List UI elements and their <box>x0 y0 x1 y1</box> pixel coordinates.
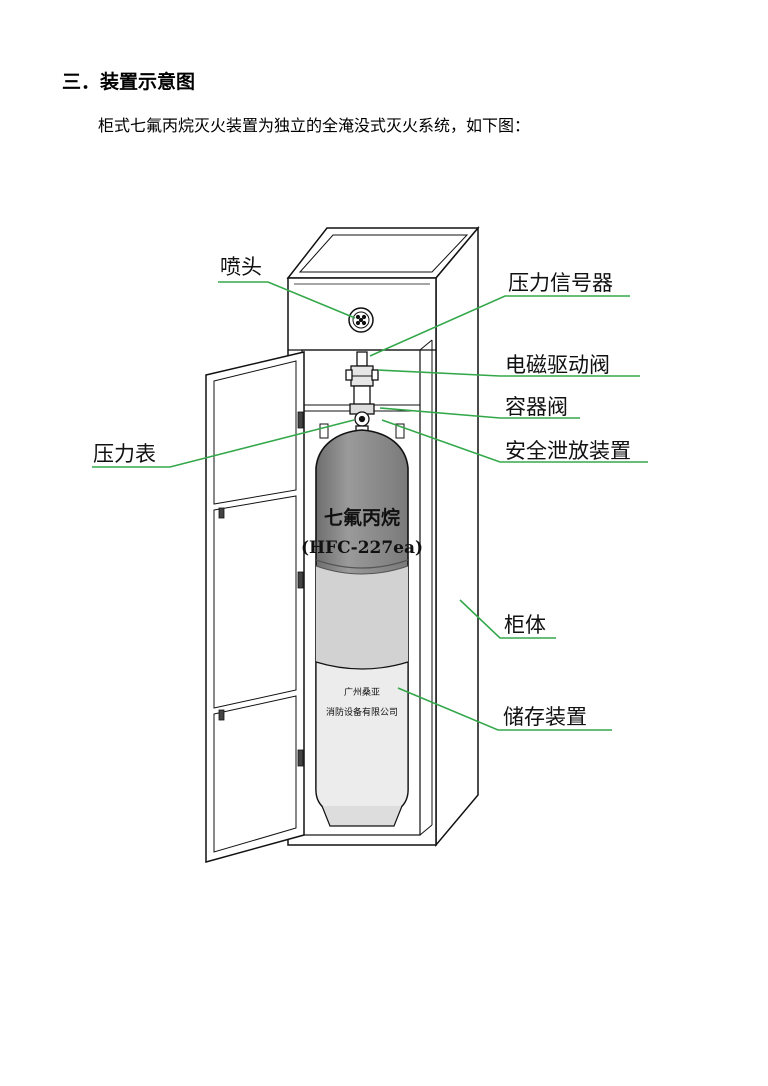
leader-pressure-gauge <box>92 419 355 468</box>
label-pressure-gauge: 压力表 <box>93 442 156 466</box>
leader-cabinet <box>459 599 556 639</box>
intro-text: 柜式七氟丙烷灭火装置为独立的全淹没式灭火系统，如下图： <box>98 116 531 135</box>
leader-pressure-signaler <box>369 295 630 357</box>
tank-maker-line2: 消防设备有限公司 <box>326 706 398 718</box>
tank-maker-line1: 广州桑亚 <box>344 686 380 698</box>
leader-safety-relief <box>381 419 648 463</box>
tank-title: 七氟丙烷 <box>324 506 400 529</box>
label-cabinet: 柜体 <box>504 613 546 637</box>
leader-container-valve <box>379 407 580 419</box>
nozzle-icon <box>348 307 374 333</box>
label-pressure-signaler: 压力信号器 <box>508 271 613 295</box>
leader-storage <box>397 687 612 731</box>
label-safety-relief: 安全泄放装置 <box>505 439 631 463</box>
leader-nozzle <box>218 281 356 319</box>
leader-solenoid-valve <box>377 369 640 377</box>
label-nozzle: 喷头 <box>220 255 262 279</box>
leader-lines <box>92 281 648 731</box>
cabinet-door <box>205 351 305 863</box>
label-storage: 储存装置 <box>503 705 587 729</box>
section-heading: 三．装置示意图 <box>62 71 196 93</box>
tank-subtitle: (HFC-227ea) <box>301 538 423 558</box>
label-container-valve: 容器阀 <box>505 395 568 419</box>
storage-tank <box>315 423 409 827</box>
label-solenoid-valve: 电磁驱动阀 <box>505 353 610 377</box>
